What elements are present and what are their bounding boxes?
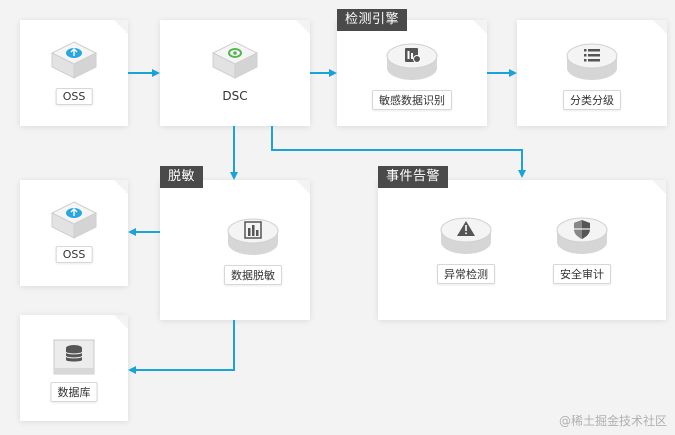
node-label-oss-top: OSS bbox=[55, 88, 93, 105]
node-label-anomaly: 异常检测 bbox=[437, 264, 495, 284]
node-label-audit: 安全审计 bbox=[553, 264, 611, 284]
node-label-classify: 分类分级 bbox=[563, 90, 621, 110]
node-label-database: 数据库 bbox=[50, 382, 98, 402]
node-masking[interactable]: 数据脱敏 bbox=[224, 215, 282, 285]
cloud-upload-icon bbox=[50, 41, 98, 79]
section-label-mask: 脱敏 bbox=[160, 166, 204, 188]
arrow-dsc-to-alert bbox=[271, 126, 526, 178]
node-label-masking: 数据脱敏 bbox=[224, 265, 282, 285]
node-label-dsc: DSC bbox=[222, 89, 248, 103]
node-label-sensitive: 敏感数据识别 bbox=[372, 90, 452, 110]
node-label-oss-mid: OSS bbox=[55, 246, 93, 263]
warning-icon bbox=[440, 217, 492, 254]
card-alert bbox=[378, 180, 666, 320]
section-label-alert: 事件告警 bbox=[378, 166, 449, 188]
list-icon bbox=[566, 43, 618, 80]
node-sensitive[interactable]: 敏感数据识别 bbox=[372, 40, 452, 110]
gear-icon bbox=[211, 41, 259, 79]
watermark: @稀土掘金技术社区 bbox=[558, 414, 667, 428]
cloud-upload-icon bbox=[50, 201, 98, 239]
section-label-detect: 检测引擎 bbox=[337, 9, 408, 31]
shield-icon bbox=[556, 217, 608, 254]
arrow-mask-to-database bbox=[128, 320, 235, 374]
bar-chart-icon bbox=[227, 218, 279, 255]
node-oss-mid[interactable]: OSS bbox=[50, 198, 98, 268]
node-audit[interactable]: 安全审计 bbox=[553, 214, 611, 284]
database-icon bbox=[53, 339, 95, 375]
node-anomaly[interactable]: 异常检测 bbox=[437, 214, 495, 284]
node-classify[interactable]: 分类分级 bbox=[563, 40, 621, 110]
node-database[interactable]: 数据库 bbox=[50, 338, 98, 408]
node-dsc[interactable]: DSC bbox=[211, 38, 259, 108]
node-oss-top[interactable]: OSS bbox=[50, 38, 98, 108]
data-scan-icon bbox=[386, 43, 438, 80]
